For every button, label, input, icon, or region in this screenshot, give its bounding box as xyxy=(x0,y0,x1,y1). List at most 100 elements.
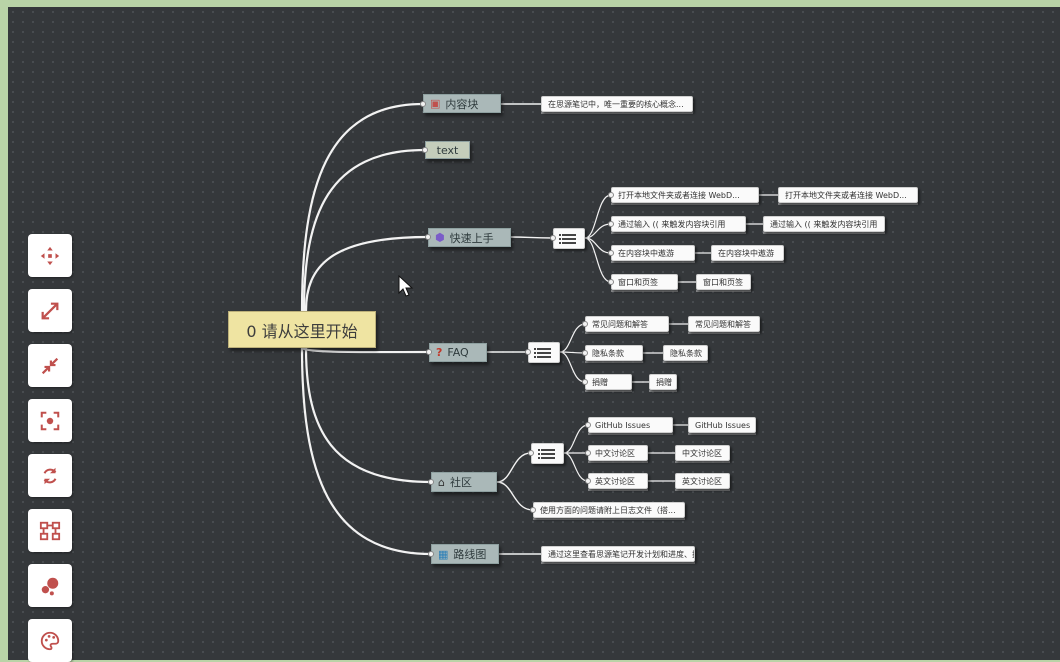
connector-dot xyxy=(428,551,434,557)
connector-text xyxy=(302,148,426,312)
question-icon: ? xyxy=(436,346,443,359)
expand-button[interactable] xyxy=(28,289,72,332)
list-item-child[interactable]: 捐赠 xyxy=(649,374,677,390)
note-text: 通过这里查看思源笔记开发计划和进度、报... xyxy=(548,549,695,559)
connector-dot xyxy=(585,450,591,456)
item-text: 窗口和页签 xyxy=(618,277,658,287)
connector-roadmap xyxy=(300,347,432,556)
item-text: 在内容块中遨游 xyxy=(618,248,674,258)
mouse-cursor-icon xyxy=(398,275,414,297)
item-text: 打开本地文件夹或者连接 WebD... xyxy=(618,190,740,200)
list-item[interactable]: 常见问题和解答 xyxy=(585,316,669,332)
topic-label: 社区 xyxy=(449,476,472,489)
topic-community[interactable]: ⌂ 社区 xyxy=(431,472,497,492)
connector-list xyxy=(510,236,554,239)
focus-button[interactable] xyxy=(28,399,72,442)
note-roadmap[interactable]: 通过这里查看思源笔记开发计划和进度、报... xyxy=(541,546,695,562)
list-item-child[interactable]: 通过输入 (( 来触发内容块引用 xyxy=(763,216,885,232)
connector-dot xyxy=(608,221,614,227)
move-button[interactable] xyxy=(28,234,72,277)
list-node-faq[interactable] xyxy=(528,342,560,363)
connector-dot xyxy=(585,422,591,428)
item-text: 英文讨论区 xyxy=(682,476,722,486)
connector-dot xyxy=(582,379,588,385)
list-item-child[interactable]: 英文讨论区 xyxy=(675,473,730,489)
topic-label: 路线图 xyxy=(453,548,487,561)
topic-label: 内容块 xyxy=(445,97,479,111)
connector-dot xyxy=(420,101,426,107)
list-item-child[interactable]: 窗口和页签 xyxy=(696,274,751,290)
item-text: 英文讨论区 xyxy=(595,476,635,486)
connector-quick-start xyxy=(304,235,429,312)
connector-dot xyxy=(528,450,534,456)
connector-dot xyxy=(426,349,432,355)
list-item-child[interactable]: GitHub Issues xyxy=(688,417,756,433)
topic-content-block[interactable]: ▣ 内容块 xyxy=(423,94,501,113)
root-topic[interactable]: 0 请从这里开始 xyxy=(228,311,376,348)
connector-dot xyxy=(422,147,428,153)
structure-button[interactable] xyxy=(28,509,72,552)
bubble-icon xyxy=(41,577,59,595)
collapse-icon xyxy=(41,357,59,374)
item-text: 通过输入 (( 来触发内容块引用 xyxy=(770,219,878,229)
connector-content-block xyxy=(300,102,424,312)
list-item[interactable]: 通过输入 (( 来触发内容块引用 xyxy=(611,216,746,232)
list-item-child[interactable]: 在内容块中遨游 xyxy=(711,245,784,261)
cube-icon: ▣ xyxy=(430,97,441,110)
item-text: 通过输入 (( 来触发内容块引用 xyxy=(618,219,726,229)
note-content-block[interactable]: 在思源笔记中，唯一重要的核心概念... xyxy=(541,96,693,112)
list-item[interactable]: GitHub Issues xyxy=(588,417,673,433)
refresh-button[interactable] xyxy=(28,454,72,497)
list-item[interactable]: 窗口和页签 xyxy=(611,274,678,290)
item-text: 捐赠 xyxy=(656,377,672,387)
connector-note xyxy=(496,481,534,511)
item-text: 隐私条款 xyxy=(592,348,624,358)
roadmap-icon: ▦ xyxy=(438,547,449,561)
list-node-community[interactable] xyxy=(531,443,564,464)
connector-dot xyxy=(582,350,588,356)
connector-dot xyxy=(608,279,614,285)
mindmap-canvas[interactable]: 0 请从这里开始 ▣ 内容块 text ⬢ 快速上手 ? FAQ ⌂ 社区 ▦ … xyxy=(8,7,1060,660)
list-item[interactable]: 中文讨论区 xyxy=(588,445,648,461)
community-icon: ⌂ xyxy=(438,475,445,489)
connector-item xyxy=(559,351,586,383)
list-icon xyxy=(537,448,555,459)
list-item-child[interactable]: 隐私条款 xyxy=(663,345,708,361)
mindmap-connectors xyxy=(300,102,918,564)
list-item[interactable]: 打开本地文件夹或者连接 WebD... xyxy=(611,187,759,203)
connector-dot xyxy=(428,479,434,485)
item-text: GitHub Issues xyxy=(595,420,651,430)
list-item-child[interactable]: 打开本地文件夹或者连接 WebD... xyxy=(778,187,918,203)
item-text: 在内容块中遨游 xyxy=(718,248,774,258)
list-node-quick-start[interactable] xyxy=(553,228,585,249)
focus-icon xyxy=(40,411,60,430)
connector-item xyxy=(563,424,589,454)
item-text: 隐私条款 xyxy=(670,348,702,358)
list-item-child[interactable]: 常见问题和解答 xyxy=(688,316,760,332)
topic-roadmap[interactable]: ▦ 路线图 xyxy=(431,544,499,564)
connector-item xyxy=(559,323,586,353)
connector-dot xyxy=(425,234,431,240)
connector-dot xyxy=(585,478,591,484)
list-item[interactable]: 在内容块中遨游 xyxy=(611,245,695,261)
topic-faq[interactable]: ? FAQ xyxy=(429,343,487,362)
collapse-button[interactable] xyxy=(28,344,72,387)
item-text: GitHub Issues xyxy=(695,420,751,430)
topic-text[interactable]: text xyxy=(425,141,470,159)
connector-dot xyxy=(550,235,556,241)
connector-list xyxy=(496,452,532,483)
topic-quick-start[interactable]: ⬢ 快速上手 xyxy=(428,228,511,247)
list-item[interactable]: 隐私条款 xyxy=(585,345,643,361)
refresh-icon xyxy=(43,467,57,484)
connector-faq xyxy=(301,347,430,354)
item-text: 窗口和页签 xyxy=(703,277,743,287)
badge-icon: ⬢ xyxy=(435,231,445,244)
note-community[interactable]: 使用方面的问题请附上日志文件（搭... xyxy=(533,502,685,518)
bubble-button[interactable] xyxy=(28,564,72,607)
item-text: 常见问题和解答 xyxy=(592,319,648,329)
palette-button[interactable] xyxy=(28,619,72,662)
list-item[interactable]: 英文讨论区 xyxy=(588,473,648,489)
list-item-child[interactable]: 中文讨论区 xyxy=(675,445,730,461)
list-item[interactable]: 捐赠 xyxy=(585,374,632,390)
item-text: 打开本地文件夹或者连接 WebD... xyxy=(785,190,907,200)
